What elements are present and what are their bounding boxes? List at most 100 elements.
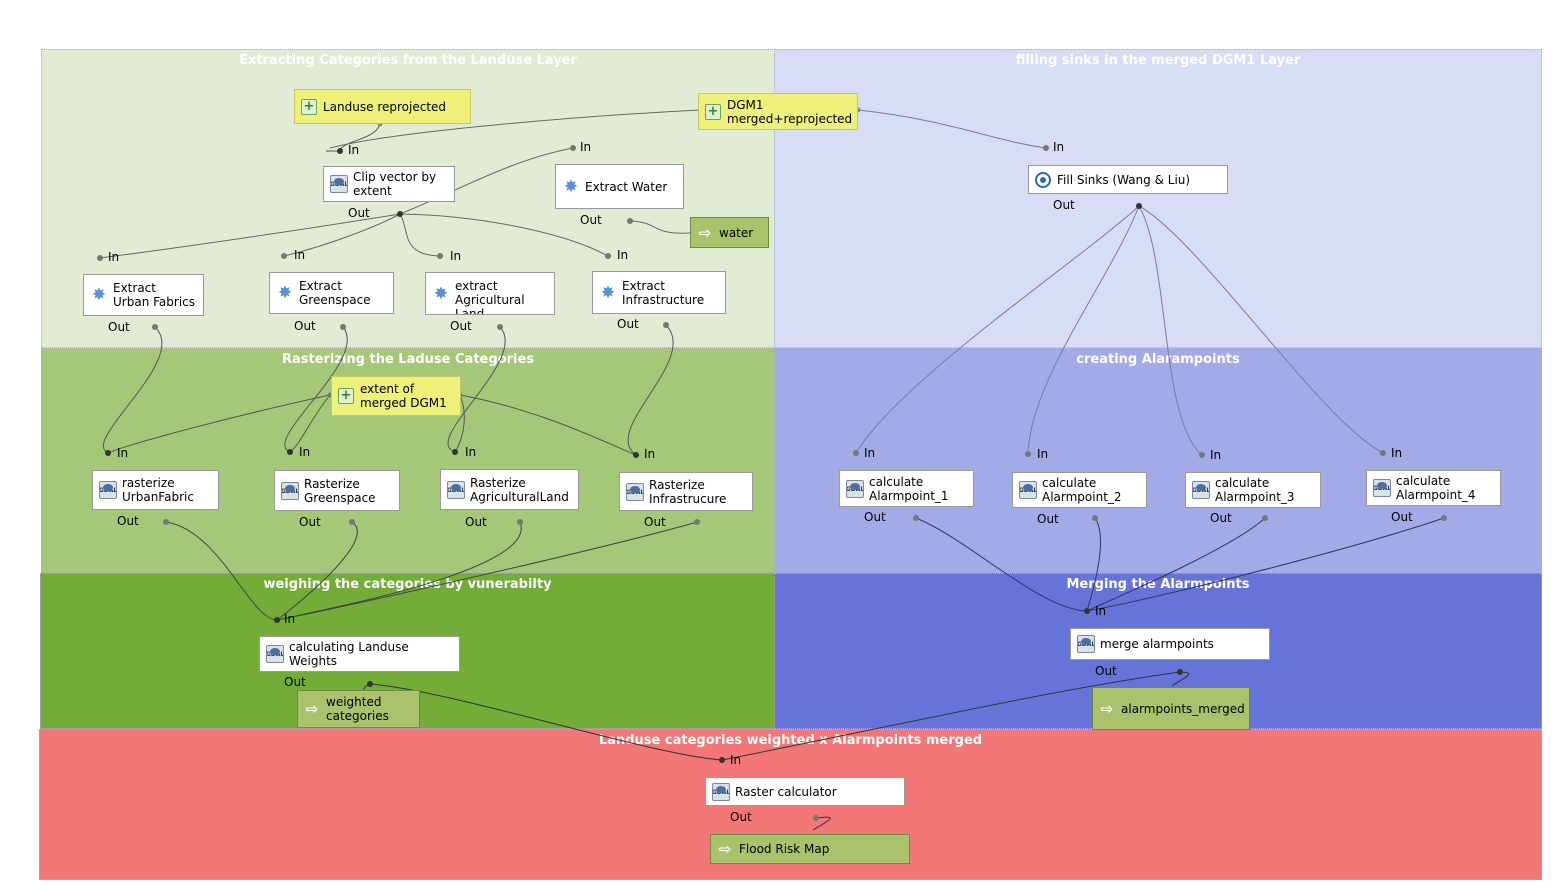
port-out[interactable]: Out [1391, 510, 1413, 524]
gear-icon: ✸ [277, 283, 293, 303]
node-label: merge alarmpoints [1100, 637, 1214, 651]
gdal-icon: GDAL [626, 482, 644, 501]
node-rasterize-agricultural[interactable]: GDAL Rasterize AgriculturalLand [440, 469, 579, 510]
port-out[interactable]: Out [1037, 512, 1059, 526]
gdal-icon: GDAL [1192, 481, 1210, 499]
port-out[interactable]: Out [299, 515, 321, 529]
node-label: rasterize UrbanFabric [122, 476, 194, 504]
node-label: calculate Alarmpoint_2 [1042, 476, 1122, 504]
gdal-icon: GDAL [330, 175, 348, 193]
port-in[interactable]: In [864, 446, 876, 460]
node-label: DGM1 merged+reprojected [727, 97, 853, 126]
node-calculate-alarmpoint-1[interactable]: GDAL calculate Alarmpoint_1 [839, 470, 974, 507]
port-in[interactable]: In [117, 446, 129, 460]
port-in[interactable]: In [108, 250, 120, 264]
port-out[interactable]: Out [465, 515, 487, 529]
port-in[interactable]: In [450, 249, 462, 263]
port-in[interactable]: In [1037, 447, 1049, 461]
node-label: Flood Risk Map [739, 842, 830, 856]
gdal-icon: GDAL [447, 480, 465, 499]
node-label: calculating Landuse Weights [289, 640, 409, 668]
port-out[interactable]: Out [644, 515, 666, 529]
node-calculate-alarmpoint-2[interactable]: GDAL calculate Alarmpoint_2 [1012, 472, 1147, 508]
node-label: Fill Sinks (Wang & Liu) [1057, 172, 1191, 187]
node-label: weighted categories [326, 695, 389, 723]
node-clip-vector[interactable]: GDAL Clip vector by extent [323, 166, 455, 202]
node-label: calculate Alarmpoint_3 [1215, 476, 1295, 504]
input-dgm1[interactable]: + DGM1 merged+reprojected [698, 93, 858, 130]
node-label: Rasterize AgriculturalLand [470, 475, 569, 504]
node-rasterize-urban[interactable]: GDAL rasterize UrbanFabric [92, 470, 219, 510]
port-in[interactable]: In [1391, 446, 1403, 460]
output-water[interactable]: ⇨ water [690, 217, 769, 248]
port-out[interactable]: Out [864, 510, 886, 524]
port-in[interactable]: In [580, 140, 592, 154]
output-alarmpoints-merged[interactable]: ⇨ alarmpoints_merged [1092, 687, 1250, 730]
port-in[interactable]: In [284, 612, 296, 626]
port-out[interactable]: Out [108, 320, 130, 334]
group-title: filling sinks in the merged DGM1 Layer [1015, 53, 1301, 68]
node-fill-sinks[interactable]: Fill Sinks (Wang & Liu) [1028, 165, 1228, 194]
port-out[interactable]: Out [730, 810, 752, 824]
node-label: water [719, 225, 754, 240]
node-calculate-alarmpoint-4[interactable]: GDAL calculate Alarmpoint_4 [1366, 470, 1501, 506]
node-label: Extract Greenspace [299, 279, 371, 307]
node-raster-calculator[interactable]: GDAL Raster calculator [705, 777, 905, 806]
port-in[interactable]: In [299, 445, 311, 459]
gdal-icon: GDAL [846, 479, 864, 498]
group-title: Rasterizing the Laduse Categories [281, 352, 535, 367]
plus-icon: + [705, 103, 721, 120]
plus-icon: + [301, 98, 317, 115]
input-extent-dgm1[interactable]: + extent of merged DGM1 [331, 376, 461, 416]
node-calculate-alarmpoint-3[interactable]: GDAL calculate Alarmpoint_3 [1185, 472, 1321, 508]
port-out[interactable]: Out [450, 319, 472, 333]
output-weighted-categories[interactable]: ⇨ weighted categories [297, 690, 420, 728]
port-in[interactable]: In [1210, 448, 1222, 462]
group-title: weighing the categories by vunerabilty [263, 577, 552, 592]
group-title: creating Alarampoints [1076, 352, 1240, 367]
node-label: Landuse reprojected [323, 99, 447, 114]
port-out[interactable]: Out [117, 514, 139, 528]
node-label: Extract Urban Fabrics [113, 281, 195, 309]
node-extract-greenspace[interactable]: ✸ Extract Greenspace [269, 272, 394, 314]
output-flood-risk-map[interactable]: ⇨ Flood Risk Map [710, 834, 910, 864]
gear-icon: ✸ [600, 282, 616, 303]
group-creating[interactable]: creating Alarampoints [774, 348, 1542, 573]
node-label: extract Agricultural Land [455, 278, 525, 315]
arrow-icon: ⇨ [718, 840, 732, 858]
port-in[interactable]: In [617, 248, 629, 262]
port-in[interactable]: In [465, 445, 477, 459]
node-extract-water[interactable]: ✸ Extract Water [555, 164, 684, 209]
port-out[interactable]: Out [1210, 511, 1232, 525]
port-in[interactable]: In [644, 447, 656, 461]
gear-icon: ✸ [563, 176, 579, 197]
gdal-icon: GDAL [1019, 481, 1037, 499]
port-out[interactable]: Out [348, 206, 370, 220]
port-in[interactable]: In [730, 753, 742, 767]
node-rasterize-infrastructure[interactable]: GDAL Rasterize Infrastrucure [619, 472, 753, 511]
gdal-icon: GDAL [1077, 635, 1095, 653]
port-in[interactable]: In [1095, 604, 1107, 618]
port-out[interactable]: Out [617, 317, 639, 331]
node-label: calculate Alarmpoint_1 [869, 474, 949, 503]
port-in[interactable]: In [1053, 140, 1065, 154]
node-label: Raster calculator [735, 784, 837, 799]
node-rasterize-greenspace[interactable]: GDAL Rasterize Greenspace [274, 470, 400, 511]
gdal-icon: GDAL [266, 645, 284, 663]
node-extract-agricultural[interactable]: ✸ extract Agricultural Land [425, 272, 555, 315]
port-out[interactable]: Out [1095, 664, 1117, 678]
node-extract-urban[interactable]: ✸ Extract Urban Fabrics [83, 274, 204, 316]
port-out[interactable]: Out [1053, 198, 1075, 212]
port-in[interactable]: In [294, 248, 306, 262]
gear-icon: ✸ [91, 285, 107, 305]
port-out[interactable]: Out [580, 213, 602, 227]
node-merge-alarmpoints[interactable]: GDAL merge alarmpoints [1070, 628, 1270, 660]
node-landuse-weights[interactable]: GDAL calculating Landuse Weights [259, 636, 460, 672]
node-extract-infrastructure[interactable]: ✸ Extract Infrastructure [592, 271, 726, 314]
group-filling[interactable]: filling sinks in the merged DGM1 Layer [774, 49, 1542, 348]
input-landuse-reprojected[interactable]: + Landuse reprojected [294, 89, 471, 124]
port-out[interactable]: Out [294, 319, 316, 333]
port-in[interactable]: In [348, 143, 360, 157]
port-out[interactable]: Out [284, 675, 306, 689]
